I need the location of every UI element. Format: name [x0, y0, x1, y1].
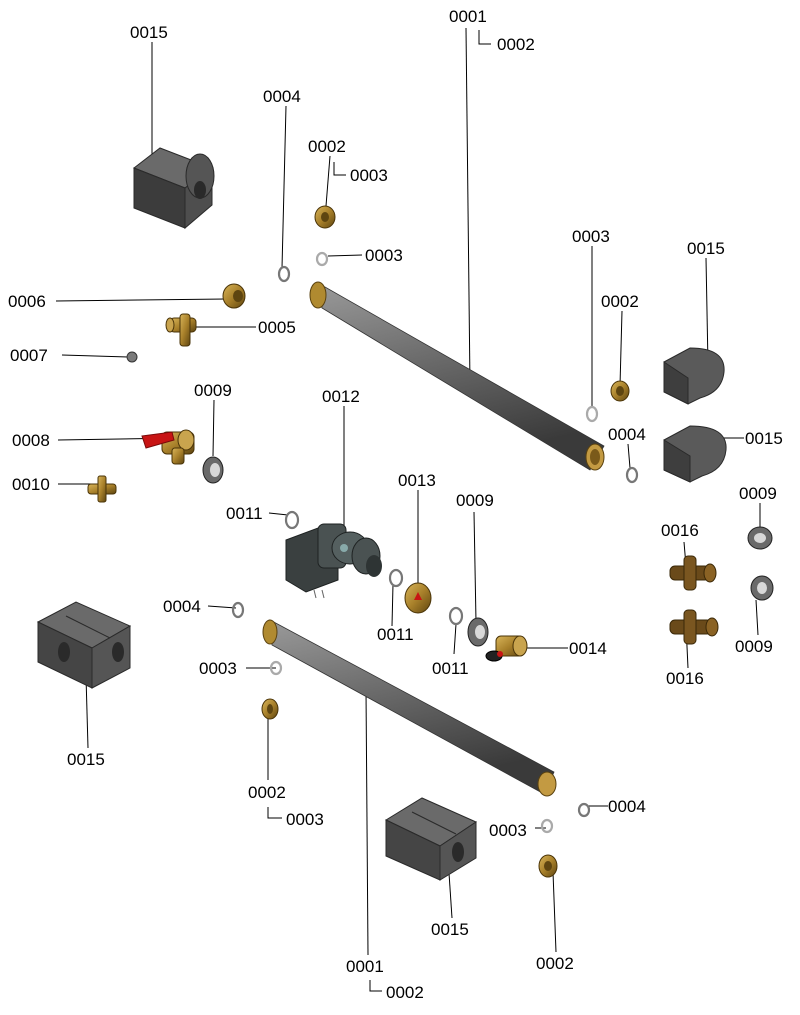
label-0016-b: 0016 — [666, 669, 704, 688]
label-0004-a: 0004 — [263, 87, 301, 106]
label-0004-c: 0004 — [163, 597, 201, 616]
label-0004-d: 0004 — [608, 797, 646, 816]
label-0002-a: 0002 — [308, 137, 346, 156]
insulation-block-bottom-left — [36, 601, 132, 689]
label-0003-e: 0003 — [286, 810, 324, 829]
label-0015-right-lower: 0015 — [745, 429, 783, 448]
label-0002-b: 0002 — [601, 292, 639, 311]
label-0003-b: 0003 — [365, 246, 403, 265]
ball-valve-0014 — [485, 635, 528, 662]
label-0015-top-left: 0015 — [130, 23, 168, 42]
nut-0009-c — [467, 617, 489, 647]
nut-0009-b — [747, 526, 773, 550]
fitting-0016-a — [669, 555, 717, 591]
brass-nut-0006 — [222, 283, 246, 309]
label-0010: 0010 — [12, 475, 50, 494]
brass-tee-0005 — [165, 313, 197, 347]
circulation-pump — [285, 523, 382, 599]
ball-valve-0008 — [141, 429, 195, 465]
pipe-lower — [262, 619, 557, 797]
brass-nut-0002-a — [314, 205, 336, 229]
label-0012: 0012 — [322, 387, 360, 406]
label-0015-bottom-center: 0015 — [431, 920, 469, 939]
label-0002-d: 0002 — [536, 954, 574, 973]
label-0008: 0008 — [12, 431, 50, 450]
insulation-block-bottom-center — [384, 797, 478, 881]
label-0003-d: 0003 — [199, 659, 237, 678]
label-0015-bottom-left: 0015 — [67, 750, 105, 769]
label-0004-b: 0004 — [608, 425, 646, 444]
label-0003-f: 0003 — [489, 821, 527, 840]
label-0006: 0006 — [8, 292, 46, 311]
label-0009-d: 0009 — [735, 637, 773, 656]
label-0013: 0013 — [398, 471, 436, 490]
label-0001-top: 0001 — [449, 7, 487, 26]
pipe-upper — [309, 281, 605, 471]
label-0015-right-upper: 0015 — [687, 239, 725, 258]
fitting-0016-b — [669, 609, 719, 645]
label-0002-top: 0002 — [497, 35, 535, 54]
plug-0007 — [126, 351, 138, 363]
label-0007: 0007 — [10, 346, 48, 365]
label-0002-c: 0002 — [248, 783, 286, 802]
seal-rings — [231, 251, 639, 834]
label-0009-c: 0009 — [739, 484, 777, 503]
label-0011-b: 0011 — [377, 625, 414, 644]
label-0003-c: 0003 — [572, 227, 610, 246]
valve-0010 — [87, 475, 117, 503]
brass-nut-0002-c — [261, 698, 279, 720]
label-0011-c: 0011 — [432, 659, 469, 678]
label-0001-bottom: 0001 — [346, 957, 384, 976]
nut-0009-a — [202, 456, 224, 484]
insulation-block-top-left — [132, 147, 215, 230]
label-0009-a: 0009 — [194, 381, 232, 400]
label-0003-a: 0003 — [350, 166, 388, 185]
label-0016-a: 0016 — [661, 521, 699, 540]
brass-nut-0002-b — [610, 380, 630, 402]
nut-0009-d — [750, 575, 774, 601]
insulation-cap-right-lower — [663, 425, 727, 483]
brass-adapter-0013 — [404, 582, 432, 614]
label-0011-a: 0011 — [226, 504, 263, 523]
label-0014: 0014 — [569, 639, 607, 658]
leader-lines — [55, 27, 761, 992]
label-0002-bottom: 0002 — [386, 983, 424, 1002]
brass-nut-0002-d — [538, 854, 558, 878]
label-0005: 0005 — [258, 318, 296, 337]
insulation-cap-right-upper — [663, 347, 725, 405]
label-0009-b: 0009 — [456, 491, 494, 510]
